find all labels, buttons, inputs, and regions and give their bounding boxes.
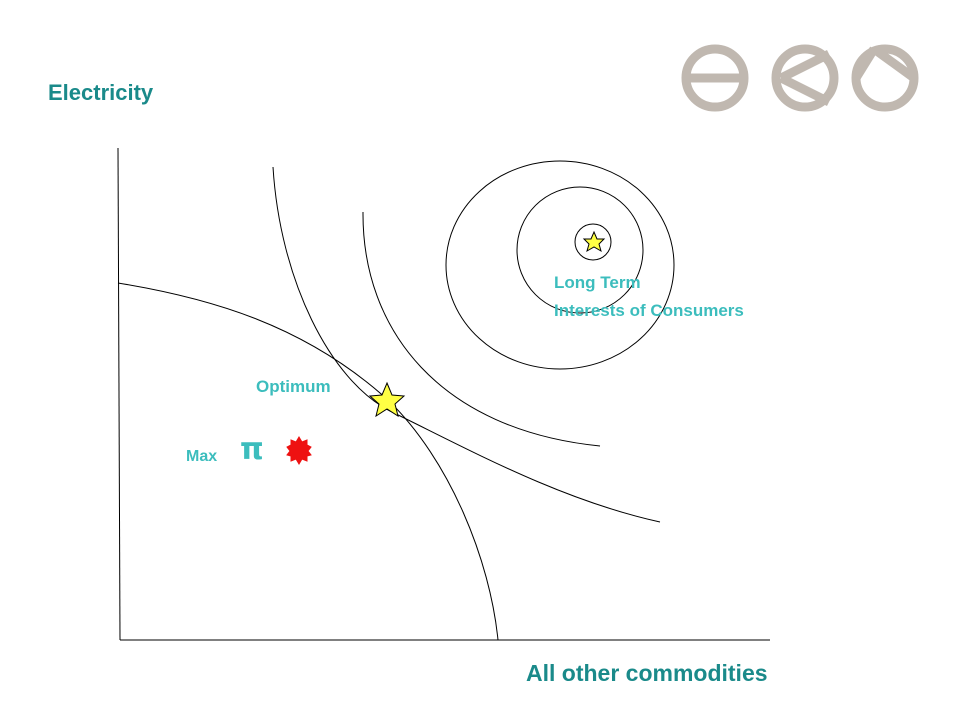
diagonal-bar-circle-icon: [771, 44, 839, 112]
indifference-curve-2: [362, 211, 601, 447]
y-axis: [117, 147, 121, 641]
vertical-bar-circle-icon: [851, 44, 919, 112]
long-term-contour-outer: [445, 160, 675, 370]
logo: [681, 44, 919, 112]
long-term-star-icon: [582, 230, 606, 253]
y-axis-label: Electricity: [48, 80, 154, 105]
indifference-curve-1: [272, 166, 661, 523]
pi-symbol: π: [240, 432, 264, 467]
production-possibility-curve: [117, 282, 499, 641]
max-profit-burst-icon: [286, 436, 312, 465]
long-term-contour-center: [574, 223, 612, 261]
long-term-label-line1: Long Term: [554, 273, 641, 292]
long-term-contour-inner: [516, 186, 644, 314]
horizontal-bar-circle-icon: [681, 44, 749, 112]
max-label: Max: [186, 448, 218, 465]
long-term-label-line2: Interests of Consumers: [554, 301, 744, 320]
optimum-label: Optimum: [256, 377, 331, 396]
x-axis-label: All other commodities: [526, 660, 768, 686]
optimum-star-icon: [368, 381, 406, 418]
